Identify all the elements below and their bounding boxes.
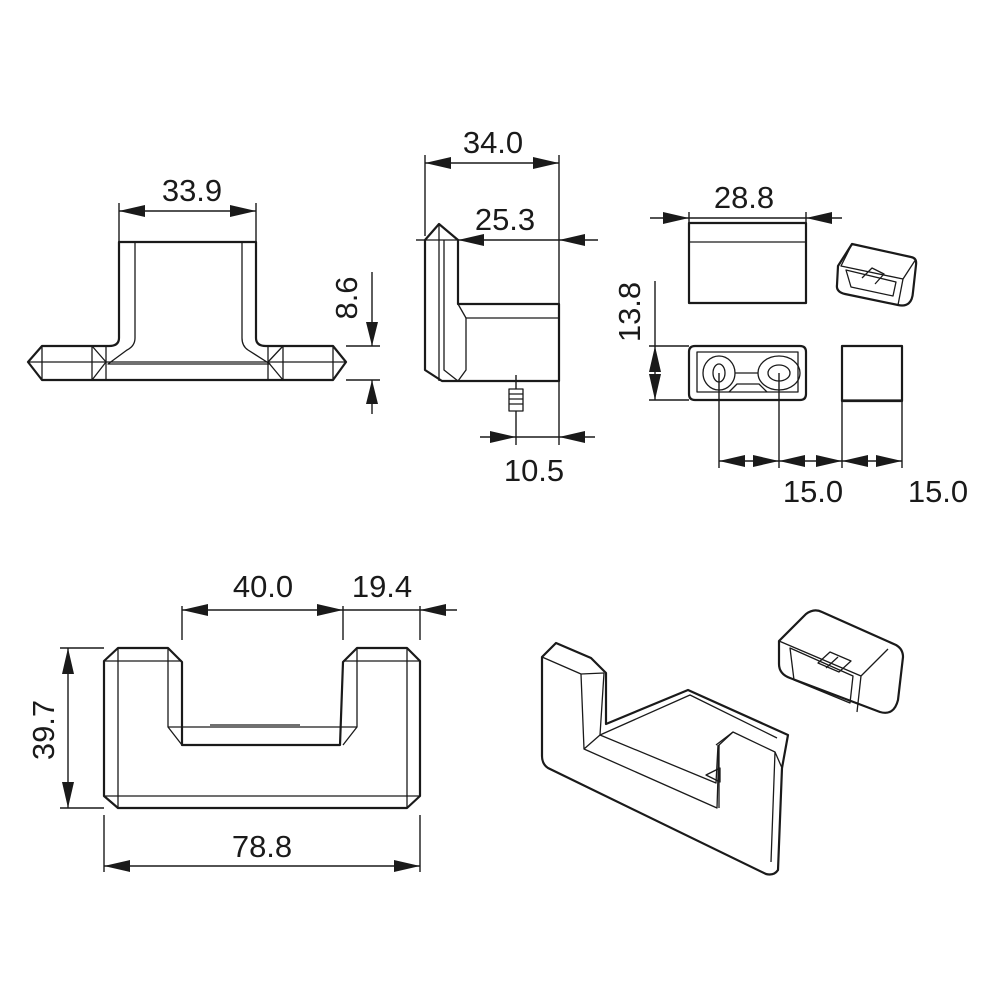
side-view: 34.0 25.3 10.5 bbox=[416, 125, 598, 488]
side-overall-dimension: 34.0 bbox=[463, 125, 523, 160]
front-width-dimension: 33.9 bbox=[162, 173, 222, 208]
top-gap-dimension: 40.0 bbox=[233, 569, 293, 604]
cover-height-dimension: 13.8 bbox=[612, 282, 647, 342]
side-inner-dimension: 25.3 bbox=[475, 202, 535, 237]
front-height-dimension: 8.6 bbox=[329, 276, 364, 319]
top-view: 40.0 19.4 39.7 78.8 bbox=[26, 569, 457, 872]
isometric-view bbox=[540, 609, 905, 876]
side-offset-dimension: 10.5 bbox=[504, 453, 564, 488]
top-depth-dimension: 39.7 bbox=[26, 700, 61, 760]
top-arm-dimension: 19.4 bbox=[352, 569, 412, 604]
front-view: 33.9 8.6 bbox=[26, 173, 380, 414]
top-overall-dimension: 78.8 bbox=[232, 829, 292, 864]
cover-pitch-dimension-2: 15.0 bbox=[908, 474, 968, 509]
cover-width-dimension: 28.8 bbox=[714, 180, 774, 215]
cover-pitch-dimension-1: 15.0 bbox=[783, 474, 843, 509]
cover-views: 28.8 13.8 15.0 15.0 bbox=[612, 180, 968, 509]
